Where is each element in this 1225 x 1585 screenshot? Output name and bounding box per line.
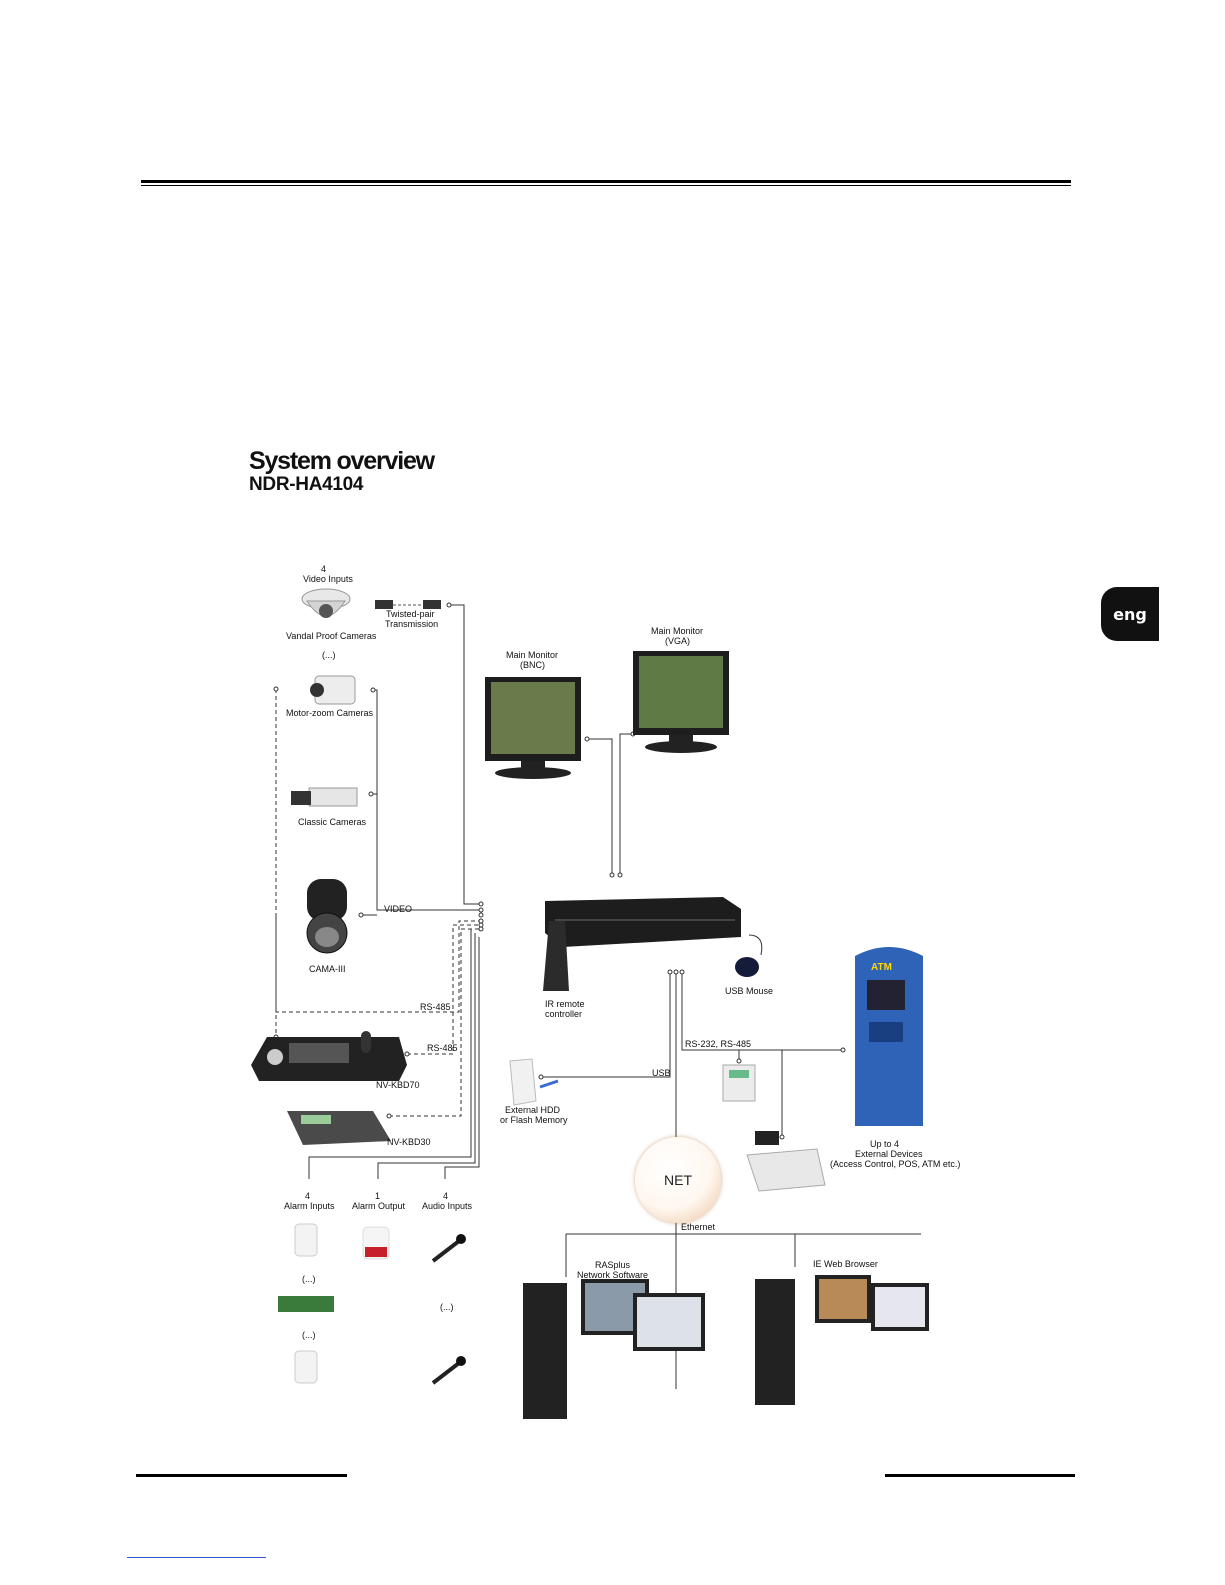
- alarm-output-label: Alarm Output: [352, 1201, 406, 1211]
- ext-hdd-label: External HDD: [505, 1105, 561, 1115]
- ellipsis-a: (...): [302, 1274, 316, 1284]
- workstation-browser-icon: [755, 1275, 929, 1405]
- microphone-icon: [431, 1356, 466, 1385]
- rs232-label: RS-232, RS-485: [685, 1039, 752, 1049]
- ext-devices-sub: External Devices: [855, 1149, 923, 1159]
- ellipsis-top: (...): [322, 650, 336, 660]
- language-tab[interactable]: eng: [1101, 587, 1159, 641]
- atm-label: ATM: [871, 962, 892, 973]
- footer-rule-left: [136, 1474, 347, 1477]
- net-label: NET: [664, 1172, 692, 1188]
- twisted-pair-transceiver-icon: [375, 600, 441, 609]
- ir-remote-icon: [543, 921, 569, 991]
- workstation-rasplus-icon: [523, 1279, 705, 1419]
- access-terminal-icon: [722, 1064, 756, 1102]
- video-label: VIDEO: [384, 904, 413, 914]
- keyboard-kbd70-icon: [251, 1031, 407, 1081]
- monitor-bnc-icon: [485, 677, 581, 779]
- ethernet-label: Ethernet: [681, 1222, 716, 1232]
- net-node: NET: [635, 1137, 721, 1223]
- cama-label: CAMA-III: [309, 964, 346, 974]
- dome-camera-icon: [301, 588, 351, 618]
- audio-inputs-count: 4: [443, 1191, 449, 1201]
- footer-rule-right: [885, 1474, 1075, 1477]
- alarm-output-count: 1: [375, 1191, 381, 1201]
- keyboard-kbd30-icon: [287, 1111, 391, 1145]
- footer-link-underline[interactable]: [127, 1557, 266, 1558]
- classic-cameras-label: Classic Cameras: [298, 817, 367, 827]
- ext-devices-note: (Access Control, POS, ATM etc.): [830, 1159, 961, 1169]
- alarm-inputs-count: 4: [305, 1191, 311, 1201]
- kbd70-label: NV-KBD70: [376, 1080, 420, 1090]
- audio-inputs-label: Audio Inputs: [422, 1201, 473, 1211]
- main-monitor-vga-sub: (VGA): [665, 636, 691, 646]
- vandal-proof-label: Vandal Proof Cameras: [286, 631, 377, 641]
- twisted-pair-label: Twisted-pair: [386, 609, 435, 619]
- pir-sensor-icon: [294, 1223, 318, 1257]
- motor-zoom-label: Motor-zoom Cameras: [286, 708, 374, 718]
- ir-remote-sub: controller: [545, 1009, 583, 1019]
- external-hdd-icon: [509, 1058, 559, 1106]
- box-camera-icon: [291, 787, 358, 807]
- alarm-module-icon: [278, 1296, 334, 1312]
- siren-icon: [362, 1226, 390, 1260]
- header-rule-thick: [141, 180, 1071, 183]
- ellipsis-b: (...): [302, 1330, 316, 1340]
- alarm-inputs-label: Alarm Inputs: [284, 1201, 335, 1211]
- ir-remote-label: IR remote: [545, 999, 585, 1009]
- rs485-label-b: RS-485: [427, 1043, 458, 1053]
- system-overview-diagram: System overview NDR-HA4104: [221, 437, 961, 1437]
- ext-devices-label: Up to 4: [870, 1139, 900, 1149]
- dvr-recorder-icon: [545, 897, 741, 947]
- main-monitor-bnc-label: Main Monitor: [506, 650, 559, 660]
- pir-sensor-icon: [294, 1350, 318, 1384]
- microphone-icon: [431, 1234, 466, 1263]
- main-monitor-vga-label: Main Monitor: [651, 626, 704, 636]
- ptz-dome-camera-icon: [306, 879, 348, 954]
- video-inputs-label: Video Inputs: [303, 574, 353, 584]
- monitor-vga-icon: [633, 651, 729, 753]
- usb-mouse-label: USB Mouse: [725, 986, 774, 996]
- motor-zoom-camera-icon: [310, 675, 356, 705]
- ext-hdd-sub: or Flash Memory: [500, 1115, 568, 1125]
- usb-mouse-icon: [735, 934, 763, 977]
- twisted-pair-label-2: Transmission: [385, 619, 439, 629]
- header-rule-thin: [141, 185, 1071, 186]
- ellipsis-c: (...): [440, 1302, 454, 1312]
- diagram-title: System overview: [249, 447, 435, 475]
- rasplus-label: RASplus: [595, 1260, 631, 1270]
- rs485-label-a: RS-485: [420, 1002, 451, 1012]
- pos-register-icon: [746, 1131, 826, 1192]
- usb-label: USB: [652, 1068, 671, 1078]
- kbd30-label: NV-KBD30: [387, 1137, 431, 1147]
- diagram-model: NDR-HA4104: [249, 474, 364, 495]
- main-monitor-bnc-sub: (BNC): [520, 660, 545, 670]
- rasplus-sub: Network Software: [577, 1270, 649, 1280]
- video-inputs-count: 4: [321, 564, 327, 574]
- atm-machine-icon: [855, 947, 923, 1126]
- ie-browser-label: IE Web Browser: [813, 1259, 878, 1269]
